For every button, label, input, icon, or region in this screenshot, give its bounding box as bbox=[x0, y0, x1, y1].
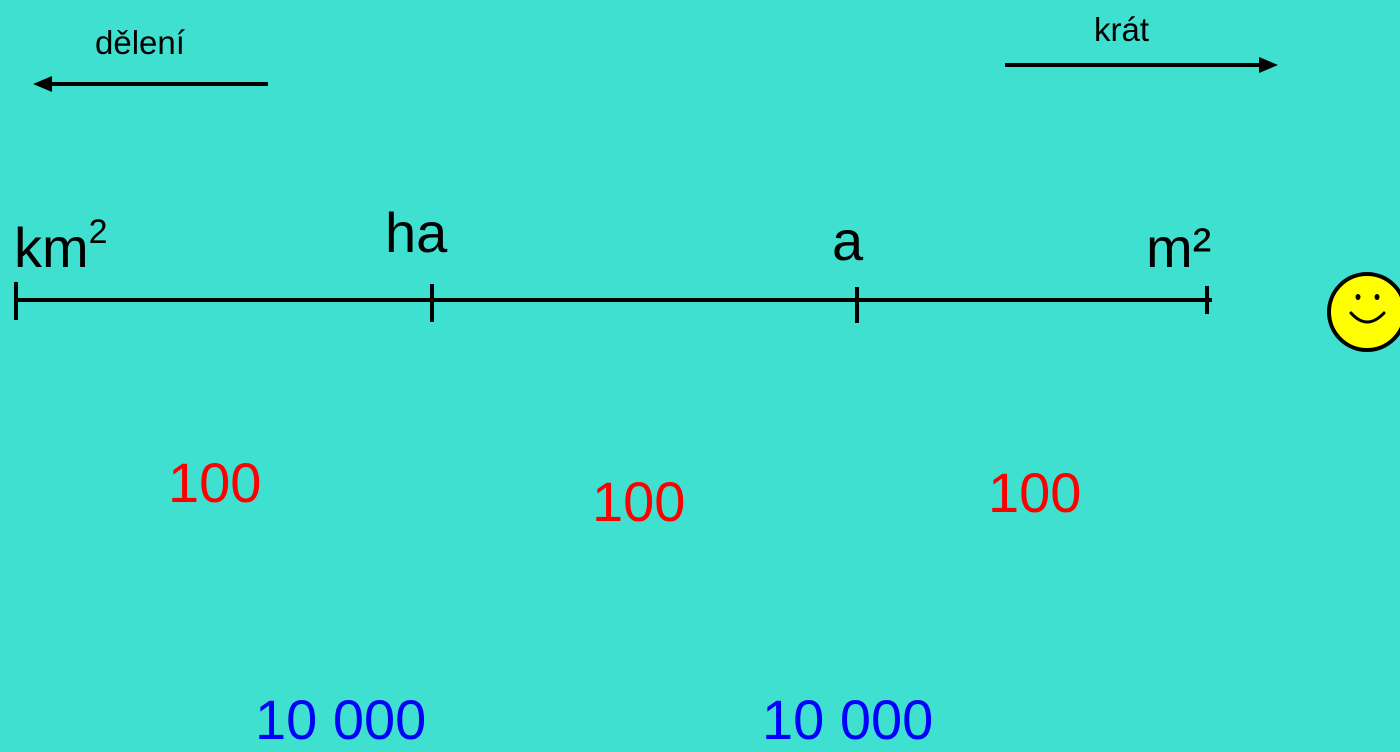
factor-ha-to-m2: 10 000 bbox=[762, 688, 934, 751]
unit-ha: ha bbox=[385, 201, 448, 264]
factor-km2-to-a: 10 000 bbox=[255, 688, 427, 751]
unit-m2: m² bbox=[1146, 216, 1212, 279]
unit-km2-exponent: 2 bbox=[88, 213, 108, 251]
factor-ha-to-a: 100 bbox=[592, 470, 686, 533]
left-arrow-icon bbox=[33, 76, 268, 92]
label-division: dělení bbox=[95, 24, 185, 61]
unit-km2: km2 bbox=[14, 215, 108, 276]
factor-a-to-m2: 100 bbox=[988, 461, 1082, 524]
unit-a: a bbox=[832, 209, 864, 272]
right-arrow-icon bbox=[1005, 57, 1278, 73]
factor-km2-to-ha: 100 bbox=[168, 451, 262, 514]
unit-km2-name: km bbox=[14, 216, 89, 279]
label-multiplication: krát bbox=[1094, 11, 1150, 48]
